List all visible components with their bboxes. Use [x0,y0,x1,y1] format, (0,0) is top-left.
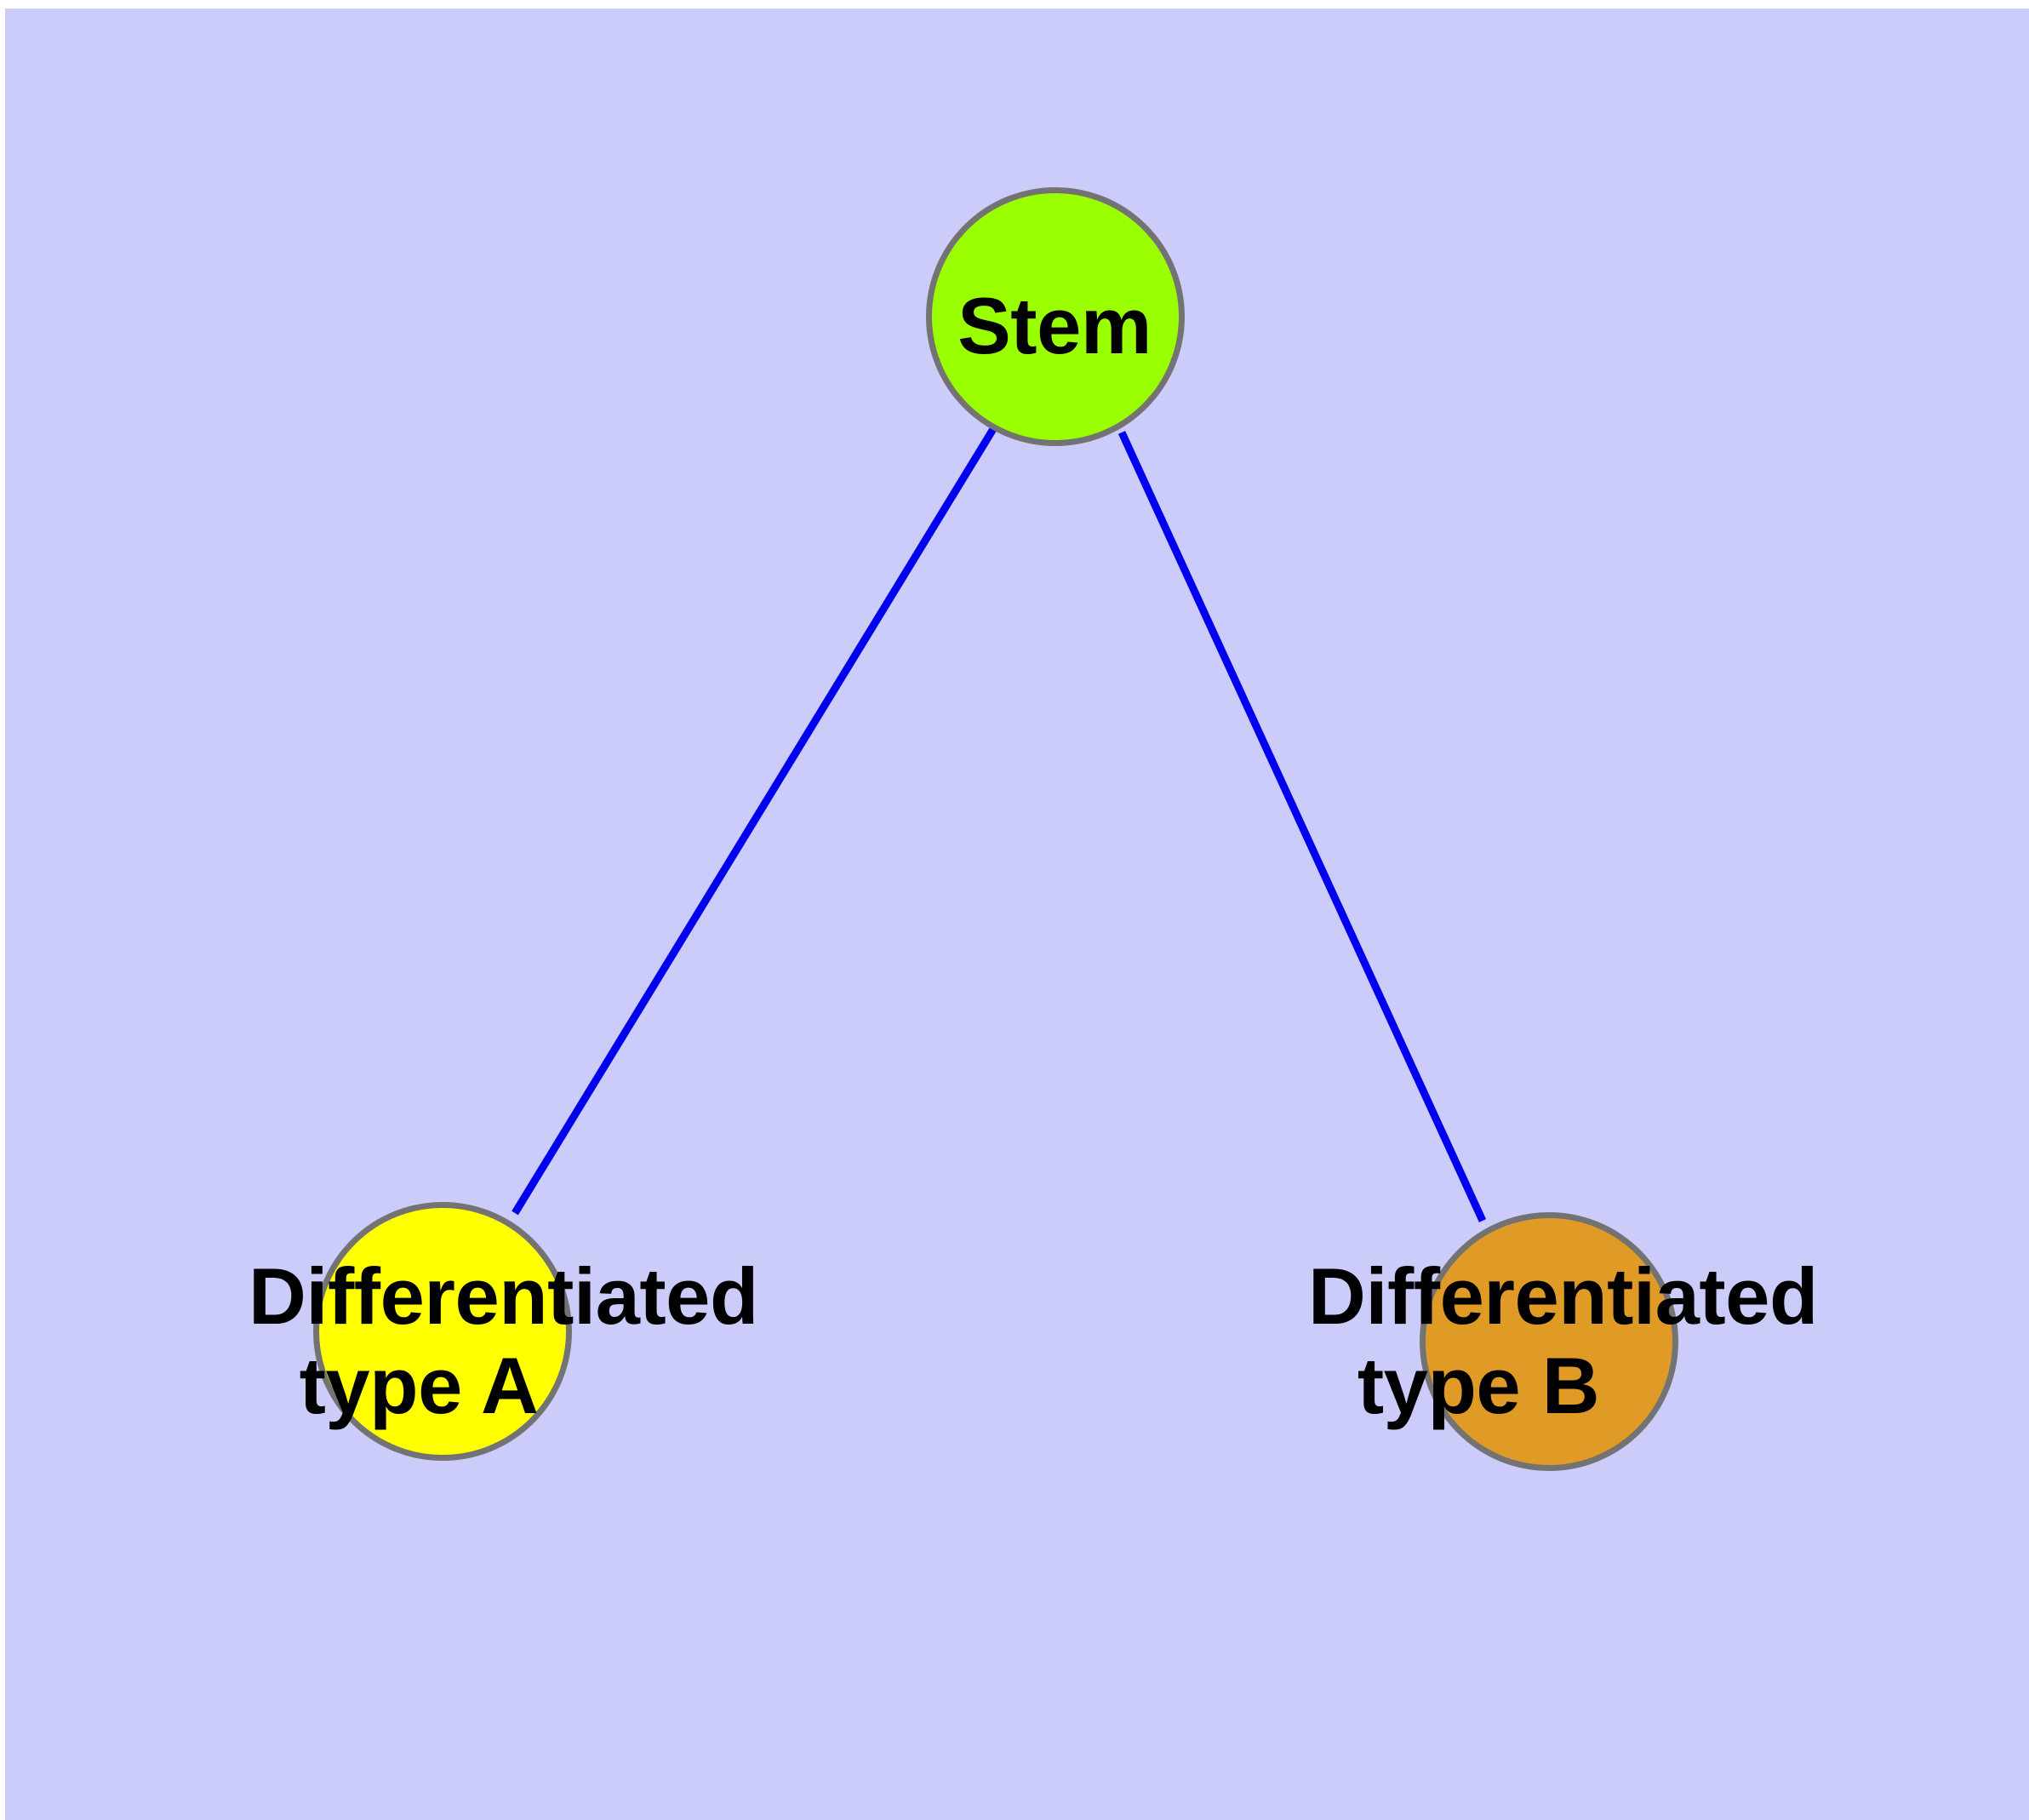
edge-stem-to-differentiated-type-a [512,426,997,1216]
node-differentiated-type-b-label: Differentiated type B [1308,1251,1818,1430]
node-stem[interactable] [926,187,1185,446]
node-differentiated-type-a[interactable] [313,1202,572,1461]
edge-stem-to-differentiated-type-b [1117,431,1487,1222]
node-stem-label: Stem [957,281,1152,370]
node-differentiated-type-b[interactable] [1420,1212,1678,1471]
node-differentiated-type-a-label: Differentiated type A [249,1251,758,1430]
